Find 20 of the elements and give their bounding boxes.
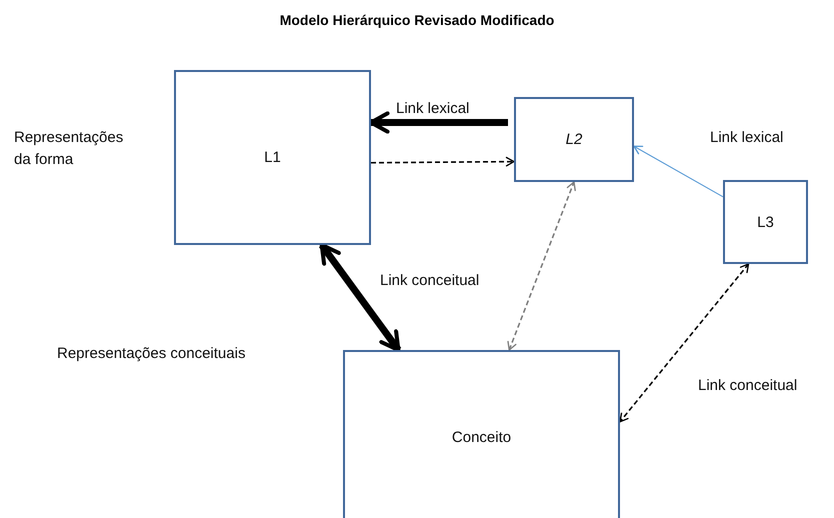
- box: [514, 97, 634, 182]
- box-label: L3: [757, 214, 774, 230]
- arrow: [507, 181, 576, 351]
- annotation-text: Link conceitual: [698, 376, 798, 396]
- arrow: [633, 146, 724, 198]
- box-label: L1: [264, 149, 281, 166]
- annotation-text: Link lexical: [396, 99, 470, 119]
- box: [174, 70, 371, 245]
- box: [343, 350, 620, 518]
- arrow: [619, 263, 750, 422]
- annotation-text: Representações conceituais: [57, 344, 246, 364]
- annotation-text: Link conceitual: [380, 271, 480, 291]
- arrow: [318, 242, 402, 352]
- box-label: Conceito: [452, 429, 512, 446]
- diagram-title: Modelo Hierárquico Revisado Modificado: [278, 12, 556, 28]
- box: [723, 180, 808, 264]
- annotation-text: Link lexical: [710, 128, 784, 148]
- annotation-text: Representações da forma: [14, 128, 124, 170]
- box-label: L2: [566, 131, 582, 148]
- arrow: [371, 156, 515, 166]
